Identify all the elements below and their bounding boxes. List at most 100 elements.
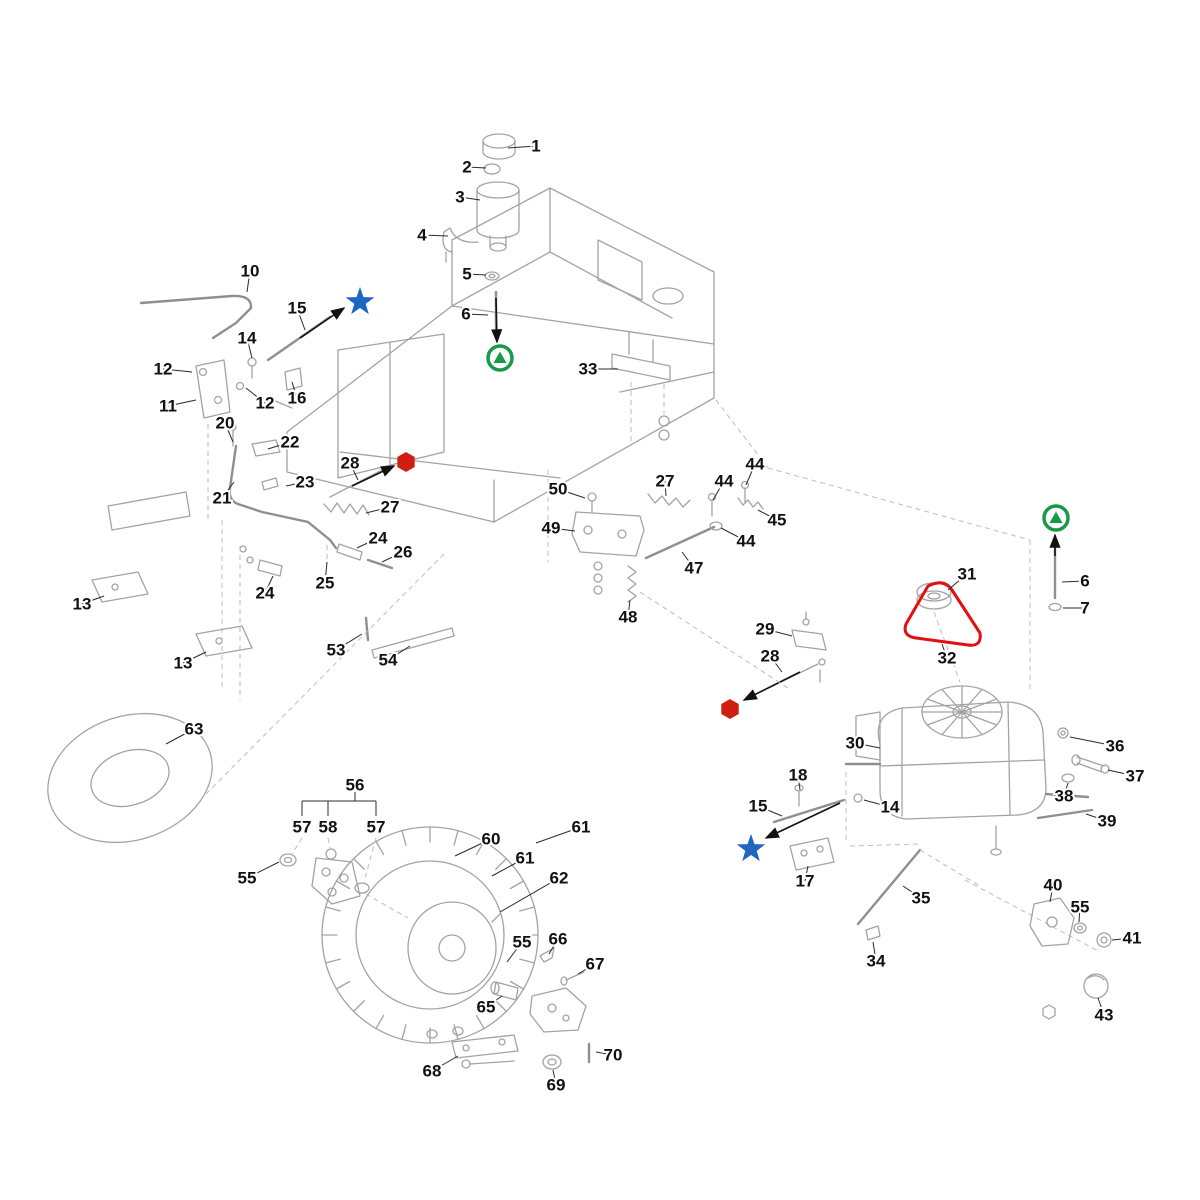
callout-55: 55 — [513, 933, 532, 952]
left-lever-pedal-art — [91, 294, 455, 795]
leader-line — [291, 381, 298, 399]
annotation-markers — [345, 287, 1070, 862]
leader-line — [162, 368, 193, 373]
transaxle-art — [844, 533, 1110, 856]
leader-line — [1085, 813, 1108, 822]
callout-24: 24 — [256, 584, 275, 603]
callout-69: 69 — [547, 1076, 566, 1095]
leader-line — [507, 145, 537, 149]
leader-line — [246, 861, 280, 879]
right-hub-art — [1029, 897, 1112, 1020]
fan-spokes — [921, 685, 1003, 739]
callout-56: 56 — [346, 776, 365, 795]
leader-line — [365, 506, 391, 514]
leader-line — [548, 938, 559, 955]
callout-44: 44 — [737, 532, 756, 551]
leader-line — [550, 527, 576, 532]
leader-line — [485, 995, 503, 1008]
callout-63: 63 — [185, 720, 204, 739]
leader-line — [947, 573, 968, 591]
callout-53: 53 — [327, 641, 346, 660]
callout-67: 67 — [586, 955, 605, 974]
callout-55: 55 — [238, 869, 257, 888]
leader-line — [764, 628, 793, 637]
leader-line — [267, 441, 291, 450]
leader-line — [1061, 580, 1086, 583]
green-triangle-marker — [1042, 504, 1070, 532]
callout-45: 45 — [768, 511, 787, 530]
leader-line — [324, 561, 328, 584]
callout-47: 47 — [685, 559, 704, 578]
callout-2: 2 — [462, 158, 471, 177]
callout-70: 70 — [604, 1046, 623, 1065]
red-hexagon-marker — [721, 699, 739, 719]
callout-39: 39 — [1098, 812, 1117, 831]
callout-49: 49 — [542, 519, 561, 538]
callout-57: 57 — [293, 818, 312, 837]
leader-line — [595, 1051, 614, 1056]
callout-62: 62 — [550, 869, 569, 888]
callout-17: 17 — [796, 872, 815, 891]
callout-26: 26 — [394, 543, 413, 562]
callout-43: 43 — [1095, 1006, 1114, 1025]
callout-13: 13 — [174, 654, 193, 673]
callout-15: 15 — [288, 299, 307, 318]
callout-24: 24 — [369, 529, 388, 548]
callout-34: 34 — [867, 952, 886, 971]
inner-tube-art — [47, 712, 213, 844]
leader-line — [745, 463, 756, 486]
callout-14: 14 — [881, 798, 900, 817]
leader-line — [1078, 906, 1081, 923]
leader-line — [245, 387, 266, 404]
callout-12: 12 — [256, 394, 275, 413]
leader-line — [465, 313, 489, 316]
callout-66: 66 — [549, 930, 568, 949]
bottom-bracket-art — [426, 947, 591, 1070]
leader-line — [466, 166, 487, 169]
callout-65: 65 — [477, 998, 496, 1017]
callout-61: 61 — [516, 849, 535, 868]
leader-line — [681, 551, 695, 569]
leader-line — [872, 941, 877, 962]
callout-27: 27 — [381, 498, 400, 517]
leader-line — [769, 655, 783, 673]
blue-star-marker — [736, 834, 766, 862]
callout-11: 11 — [159, 397, 177, 416]
leader-line — [804, 865, 809, 882]
front-hub-art — [279, 792, 409, 919]
leader-line — [506, 941, 523, 963]
leader-line — [81, 595, 105, 605]
callout-61: 61 — [572, 818, 591, 837]
leader-line — [246, 270, 251, 293]
leader-line — [296, 307, 306, 331]
callout-18: 18 — [789, 766, 808, 785]
callout-38: 38 — [1055, 787, 1074, 806]
leader-line — [1069, 736, 1116, 747]
callout-32: 32 — [938, 649, 957, 668]
leader-line — [421, 234, 449, 237]
callout-48: 48 — [619, 608, 638, 627]
blue-star-marker — [345, 287, 375, 315]
red-hexagon-marker — [397, 452, 415, 472]
leader-line — [757, 805, 783, 817]
leader-line — [854, 742, 881, 749]
callout-33: 33 — [579, 360, 598, 379]
leader-line — [356, 537, 379, 549]
leader-line — [902, 885, 922, 899]
callout-57: 57 — [367, 818, 386, 837]
leader-line — [577, 963, 596, 975]
leader-line — [720, 527, 747, 542]
callout-22: 22 — [281, 433, 300, 452]
callout-58: 58 — [319, 818, 338, 837]
leader-line — [387, 645, 411, 661]
callout-6: 6 — [1080, 572, 1089, 591]
leader-line — [335, 633, 363, 651]
callout-68: 68 — [423, 1062, 442, 1081]
callout-44: 44 — [746, 455, 765, 474]
leader-line — [182, 651, 207, 664]
callout-50: 50 — [549, 480, 568, 499]
chassis-frame-art — [107, 187, 715, 531]
